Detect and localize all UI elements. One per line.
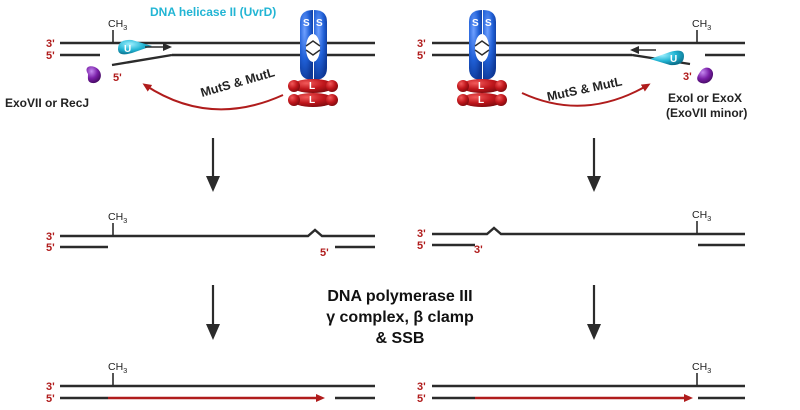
left-initiation-panel: 3' 5' CH3 U DNA helicase II (UvrD) 5' Ex… [5,5,375,111]
left-helicase-label: DNA helicase II (UvrD) [150,5,276,19]
left-row3-3prime: 3' [46,381,55,393]
polymerase-line1: DNA polymerase III [327,288,472,305]
right-mutl-icon: L L [457,79,507,107]
left-row2-3prime: 3' [46,231,55,243]
right-uvrd-helicase-icon: U [650,50,684,66]
left-row3-methyl-label: CH3 [108,361,127,375]
left-excision-panel: 3' 5' CH3 5' [46,211,375,259]
left-row1-bottom-5prime: 5' [46,50,55,62]
left-arc-label: MutS & MutL [199,65,277,100]
right-row1-methyl-label: CH3 [692,18,711,32]
left-row1-methyl-label: CH3 [108,18,127,32]
left-row1-flap-5prime: 5' [113,72,122,84]
svg-text:U: U [124,44,131,55]
right-row2-5prime: 5' [417,240,426,252]
right-exonuclease-icon [697,67,714,84]
polymerase-line3: & SSB [376,330,425,347]
svg-text:L: L [478,81,484,92]
flow-arrow-right-2 [587,285,601,340]
polymerase-line2: γ complex, β clamp [326,309,474,326]
right-row3-5prime: 5' [417,393,426,405]
flow-arrow-right-1 [587,138,601,192]
right-row2-methyl-label: CH3 [692,209,711,223]
left-row1-top-3prime: 3' [46,38,55,50]
left-uvrd-helicase-icon: U [118,39,152,55]
left-resynthesis-panel: 3' 5' CH3 [46,361,375,405]
right-resynthesis-panel: 3' 5' CH3 [417,361,745,405]
left-row2-5prime: 5' [46,242,55,254]
svg-text:S: S [303,18,310,29]
left-row3-5prime: 5' [46,393,55,405]
polymerase-label: DNA polymerase III γ complex, β clamp & … [326,288,474,347]
right-excision-panel: 3' 5' CH3 3' [417,209,745,256]
right-row2-3prime: 3' [417,228,426,240]
svg-text:L: L [309,95,315,106]
left-mutl-icon: L L [288,79,338,107]
left-row2-methyl-label: CH3 [108,211,127,225]
svg-text:L: L [478,95,484,106]
svg-text:S: S [472,18,479,29]
right-exonuclease-label-line2: (ExoVII minor) [666,106,747,120]
right-signal-arc-arrow [521,83,651,107]
flow-arrow-left-2 [206,285,220,340]
left-exonuclease-label: ExoVII or RecJ [5,96,89,110]
right-arc-label: MutS & MutL [546,74,624,104]
left-muts-clamp-icon: S S [300,10,327,80]
svg-text:L: L [309,81,315,92]
left-row2-top-strand [60,228,375,238]
right-row3-methyl-label: CH3 [692,361,711,375]
svg-text:S: S [485,18,492,29]
right-row2-gap-3prime: 3' [474,244,483,256]
svg-text:U: U [670,54,677,65]
left-row1-displaced-strand [111,53,173,67]
right-row1-top-3prime: 3' [417,38,426,50]
right-row1-flap-3prime: 3' [683,71,692,83]
right-muts-clamp-icon: S S [469,10,496,80]
right-row3-3prime: 3' [417,381,426,393]
flow-arrow-left-1 [206,138,220,192]
svg-text:S: S [316,18,323,29]
right-row1-bottom-5prime: 5' [417,50,426,62]
right-exonuclease-label-line1: ExoI or ExoX [668,91,742,105]
left-signal-arc-arrow [142,83,284,111]
left-exonuclease-icon [86,66,101,84]
right-row2-top-strand [432,226,745,236]
left-row2-gap-5prime: 5' [320,247,329,259]
right-initiation-panel: 3' 5' CH3 S S L L U [417,10,747,120]
